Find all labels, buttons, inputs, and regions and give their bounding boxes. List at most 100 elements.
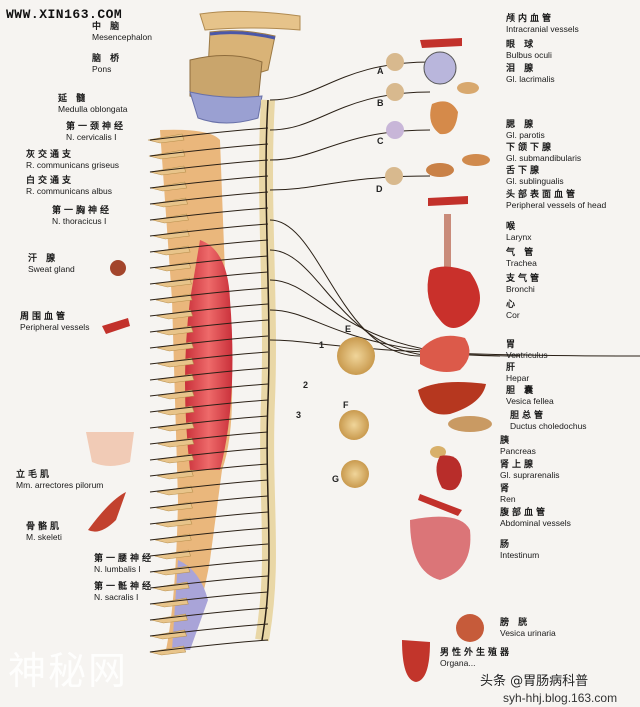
label-chinese: 灰交通支: [26, 150, 75, 160]
ganglion-label-c: C: [377, 136, 384, 146]
lacrimal-gland: [457, 82, 479, 94]
visceral-nerve: [269, 91, 431, 131]
nerve-label-3: 3: [296, 410, 302, 420]
label-chinese: 延 髓: [58, 94, 89, 104]
label-chinese: 眼 球: [506, 40, 537, 50]
trachea: [444, 214, 451, 270]
nerve-fiber: [149, 559, 269, 573]
sympathetic-trunk: [255, 99, 276, 642]
nerve-fiber: [149, 335, 269, 349]
label-latin: Abdominal vessels: [500, 518, 571, 528]
ganglion-e: [337, 337, 375, 375]
ganglion-label-d: D: [376, 184, 383, 194]
label-latin: Cor: [506, 310, 520, 320]
label-latin: Intracranial vessels: [506, 24, 579, 34]
label-latin: Medulla oblongata: [58, 104, 128, 114]
label-chinese: 心: [506, 300, 519, 310]
label-chinese: 喉: [506, 222, 519, 232]
nerve-root: [149, 645, 187, 656]
label-chinese: 脑 桥: [92, 54, 123, 64]
label-latin: N. cervicalis I: [66, 132, 117, 142]
visceral-nerve: [269, 219, 421, 357]
ganglion-c: [386, 121, 404, 139]
liver: [418, 382, 486, 415]
intracranial-vessel: [420, 38, 462, 48]
label-latin: Trachea: [506, 258, 537, 268]
label-chinese: 腮 腺: [506, 120, 537, 130]
label-chinese: 胃: [506, 340, 519, 350]
label-latin: Bulbus oculi: [506, 50, 552, 60]
nerve-fiber: [149, 175, 269, 189]
url-watermark: syh-hhj.blog.163.com: [503, 691, 618, 705]
label-chinese: 腹部血管: [500, 508, 549, 518]
label-chinese: 肝: [506, 363, 519, 373]
label-latin: Gl. parotis: [506, 130, 545, 140]
visceral-nerve: [269, 129, 431, 161]
nerve-fiber: [149, 159, 269, 173]
nerve-fiber: [149, 223, 269, 237]
label-chinese: 下颌下腺: [506, 143, 555, 153]
kidney: [436, 455, 462, 491]
label-chinese: 周围血管: [20, 312, 69, 322]
label-chinese: 肾上腺: [500, 460, 537, 470]
nerve-fiber: [149, 255, 269, 269]
label-latin: Ventriculus: [506, 350, 548, 360]
label-chinese: 胰: [500, 436, 513, 446]
author-watermark: 头条 @胃肠病科普: [480, 674, 589, 689]
label-latin: Peripheral vessels of head: [506, 200, 607, 210]
nerve-fiber: [149, 575, 269, 589]
nerve-fiber: [149, 623, 269, 637]
label-latin: Gl. suprarenalis: [500, 470, 560, 480]
nerve-fiber: [149, 511, 269, 525]
label-latin: N. lumbalis I: [94, 564, 141, 574]
label-chinese: 中 脑: [92, 22, 123, 32]
ganglion-f: [339, 410, 369, 440]
label-latin: Intestinum: [500, 550, 540, 560]
label-chinese: 头部表面血管: [506, 190, 579, 200]
ganglion-b: [386, 83, 404, 101]
intestine: [410, 516, 471, 580]
label-chinese: 胆 囊: [506, 386, 537, 396]
ganglion-label-a: A: [377, 66, 384, 76]
label-latin: Bronchi: [506, 284, 535, 294]
visceral-nerve: [269, 175, 431, 191]
nerve-fiber: [149, 143, 269, 157]
label-latin: Pancreas: [500, 446, 536, 456]
nerve-label-2: 2: [303, 380, 309, 390]
nerve-fiber: [149, 591, 269, 605]
label-latin: Organa...: [440, 658, 476, 668]
external-genitals: [402, 640, 430, 682]
stomach: [420, 335, 470, 372]
label-latin: Ductus choledochus: [510, 421, 587, 431]
label-chinese: 汗 腺: [28, 254, 59, 264]
label-chinese: 舌下腺: [506, 166, 543, 176]
label-latin: Mm. arrectores pilorum: [16, 480, 104, 490]
label-latin: Hepar: [506, 373, 530, 383]
label-chinese: 肠: [500, 540, 513, 550]
label-latin: N. thoracicus I: [52, 216, 107, 226]
nerve-fiber: [149, 495, 269, 509]
nerve-fiber: [149, 271, 269, 285]
label-chinese: 第一腰神经: [94, 554, 155, 564]
nerve-label-1: 1: [319, 340, 325, 350]
nerve-fiber: [149, 447, 269, 461]
label-latin: Vesica fellea: [506, 396, 554, 406]
